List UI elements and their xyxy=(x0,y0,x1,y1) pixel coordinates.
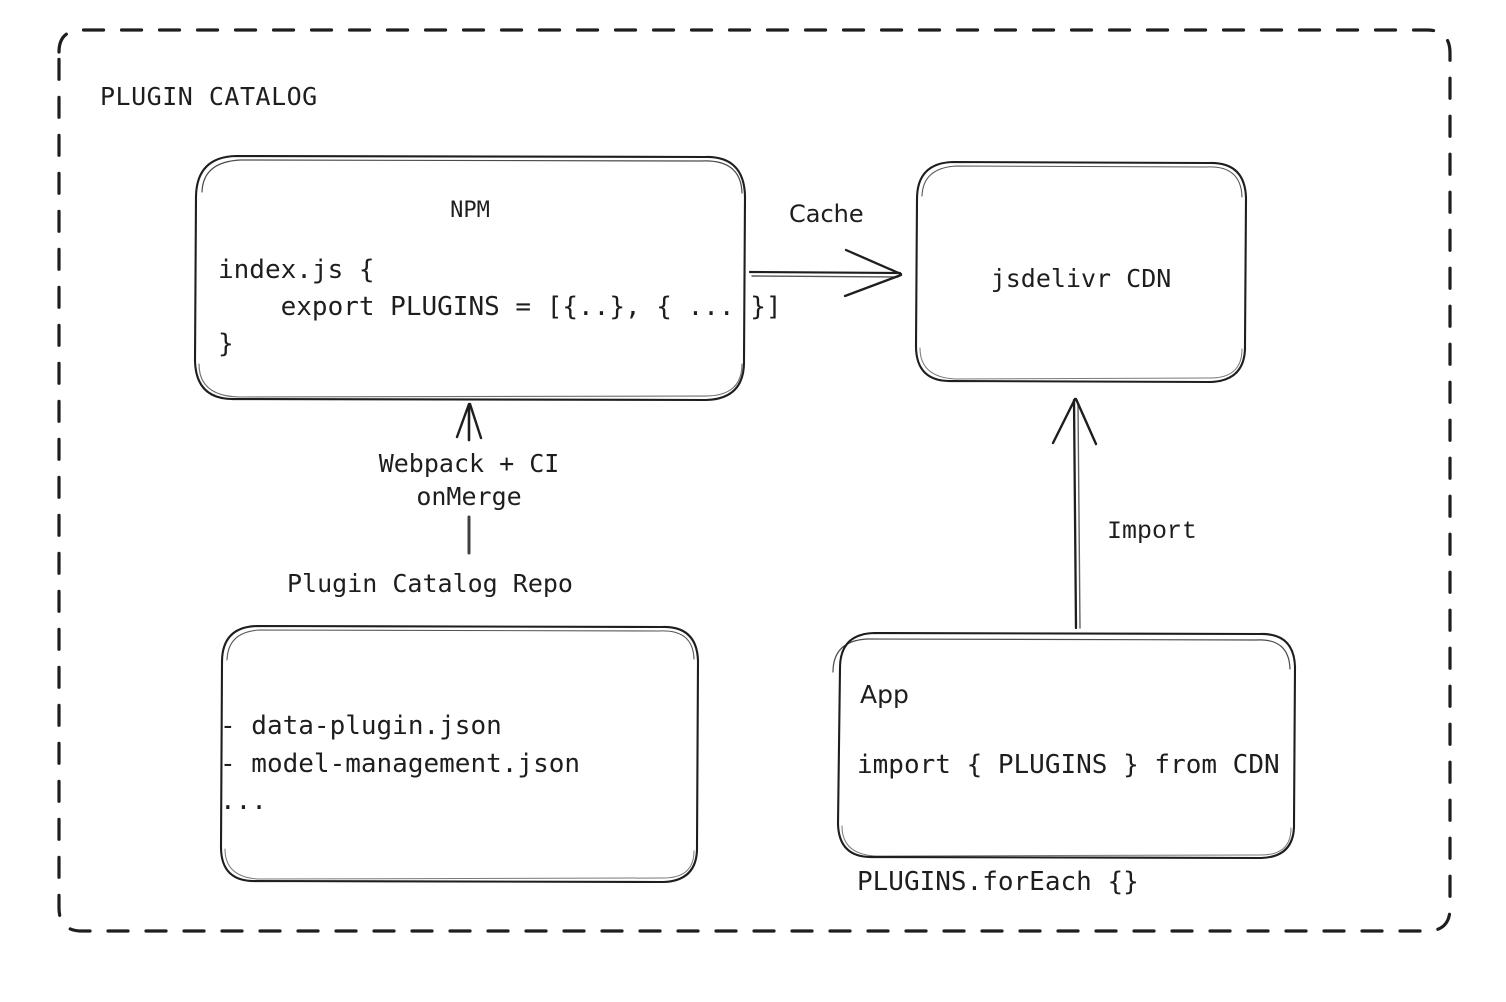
repo-node-caption: Plugin Catalog Repo xyxy=(287,569,573,598)
npm-node-code: index.js { export PLUGINS = [{..}, { ...… xyxy=(218,255,782,359)
cdn-node-title: jsdelivr CDN xyxy=(990,264,1172,293)
repo-node-file-list: - data-plugin.json - model-management.js… xyxy=(220,711,581,817)
build-edge-label: Webpack + CI onMerge xyxy=(378,449,560,511)
group-title: PLUGIN CATALOG xyxy=(100,82,318,111)
import-arrow xyxy=(1051,397,1098,630)
app-node-title: App xyxy=(860,680,909,709)
cache-edge-label: Cache xyxy=(789,200,864,228)
npm-node-title: NPM xyxy=(450,198,490,223)
app-node-code: import { PLUGINS } from CDN PLUGINS.forE… xyxy=(857,750,1280,897)
import-edge-label: Import xyxy=(1107,517,1198,546)
